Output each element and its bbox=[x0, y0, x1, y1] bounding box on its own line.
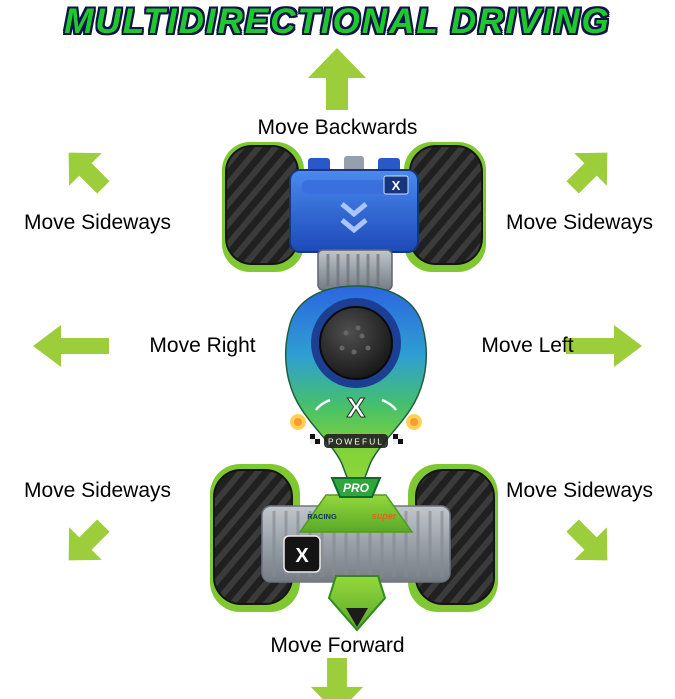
car-neck-connector bbox=[317, 249, 393, 291]
label-move-sideways-top-left: Move Sideways bbox=[23, 211, 172, 234]
car-super-decal: super bbox=[372, 511, 397, 521]
arrow-down-left-icon bbox=[51, 508, 120, 577]
arrow-right-icon bbox=[566, 325, 642, 367]
car-front-chassis: X bbox=[289, 156, 419, 253]
arrow-left-icon bbox=[33, 325, 109, 367]
car-checker-strip bbox=[310, 434, 403, 444]
car-front-x-decal: X bbox=[392, 178, 401, 193]
label-move-sideways-bottom-right: Move Sideways bbox=[505, 479, 654, 502]
arrow-up-left-icon bbox=[51, 135, 120, 204]
car-tail-fin bbox=[327, 575, 387, 632]
label-move-sideways-top-right: Move Sideways bbox=[505, 211, 654, 234]
car-speaker-dome bbox=[319, 306, 393, 380]
car-pro-decal: PRO bbox=[343, 481, 370, 495]
page-title: MULTIDIRECTIONAL DRIVING bbox=[64, 2, 611, 41]
car-front-left-wheel bbox=[222, 142, 304, 272]
label-move-backwards: Move Backwards bbox=[257, 116, 418, 139]
arrow-up-right-icon bbox=[555, 135, 624, 204]
label-move-left: Move Left bbox=[481, 334, 574, 357]
car-illustration: X X RACING super bbox=[210, 142, 498, 632]
label-move-sideways-bottom-left: Move Sideways bbox=[23, 479, 172, 502]
car-body-x-logo: X bbox=[347, 392, 366, 423]
car-axle-x-decal: X bbox=[295, 545, 309, 567]
car-racing-decal: RACING bbox=[307, 512, 337, 521]
label-move-forward: Move Forward bbox=[270, 634, 405, 657]
arrow-down-icon bbox=[308, 658, 366, 699]
arrow-up-icon bbox=[308, 48, 366, 110]
label-move-right: Move Right bbox=[149, 334, 256, 357]
car-pro-banner: PRO bbox=[330, 477, 382, 498]
car-poweful-decal: POWEFUL bbox=[328, 437, 384, 447]
arrow-down-right-icon bbox=[555, 508, 624, 577]
car-body: X POWEFUL bbox=[284, 285, 428, 487]
car-rear-body: RACING super bbox=[298, 494, 414, 533]
